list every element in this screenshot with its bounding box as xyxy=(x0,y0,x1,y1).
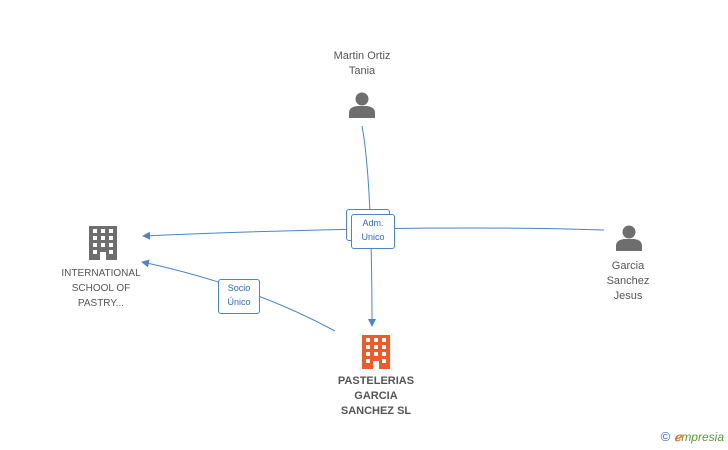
node-label-line: INTERNATIONAL xyxy=(61,268,141,279)
person-icon[interactable] xyxy=(349,92,375,119)
empresia-watermark: ©ℯmpresia xyxy=(661,429,724,444)
node-label-martin-ortiz-tania[interactable]: Martin Ortiz Tania xyxy=(312,49,412,79)
node-label-line: Martin Ortiz xyxy=(333,50,391,62)
node-label-line: SCHOOL OF xyxy=(71,283,131,294)
node-label-line: PASTELERIAS xyxy=(337,375,415,387)
node-label-line: Tania xyxy=(348,65,376,77)
edge-garcia-to-international xyxy=(142,227,605,240)
brand-logo-e: ℯ xyxy=(674,430,682,444)
node-label-international-school-of-pastry[interactable]: INTERNATIONAL SCHOOL OF PASTRY... xyxy=(48,266,154,311)
node-label-line: Garcia xyxy=(611,260,645,272)
copyright-symbol: © xyxy=(660,429,671,444)
building-icon[interactable] xyxy=(89,226,117,260)
main-building-icon[interactable] xyxy=(362,335,390,369)
node-label-line: Jesus xyxy=(613,290,643,302)
node-label-line: GARCIA xyxy=(354,390,398,402)
edge-label-line: Único xyxy=(227,297,251,307)
node-label-line: SANCHEZ SL xyxy=(340,405,412,417)
edge-label-line: Adm. xyxy=(362,218,384,228)
person-icon[interactable] xyxy=(616,225,642,252)
brand-logo-text: mpresia xyxy=(681,430,724,444)
node-label-line: Sanchez xyxy=(606,275,650,287)
node-label-garcia-sanchez-jesus[interactable]: Garcia Sanchez Jesus xyxy=(588,259,668,304)
edge-label-line: Unico xyxy=(361,232,385,242)
edge-label-adm-unico[interactable]: Adm. Unico xyxy=(351,214,395,249)
edge-label-line: Socio xyxy=(227,283,251,293)
node-label-line: PASTRY... xyxy=(77,298,125,309)
node-label-pastelerias-garcia-sanchez-sl[interactable]: PASTELERIAS GARCIA SANCHEZ SL xyxy=(316,374,436,419)
edge-martin-to-pastelerias xyxy=(361,125,376,327)
edge-label-socio-unico[interactable]: Socio Único xyxy=(218,279,260,314)
